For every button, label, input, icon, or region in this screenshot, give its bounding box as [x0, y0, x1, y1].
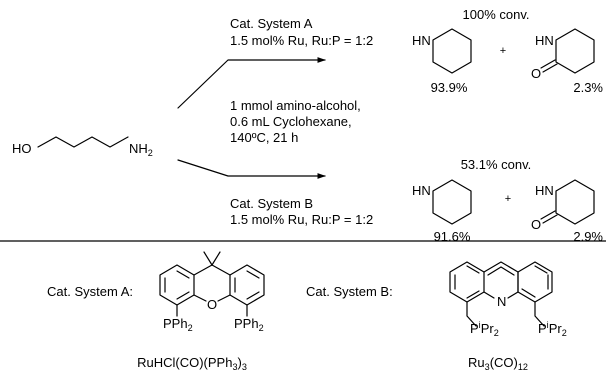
piperidine-b-hn-label: HN: [412, 183, 431, 198]
arrow-system-b: [177, 159, 326, 179]
system-a-title: Cat. System A: [230, 16, 313, 31]
reactant-ho-label: HO: [12, 141, 32, 156]
system-a-piperidine-yield: 93.9%: [430, 80, 468, 95]
system-b-title: Cat. System B: [230, 196, 314, 211]
reactant-nh2-label: NH2: [129, 141, 153, 158]
lactam-a-hn-label: HN: [535, 33, 554, 48]
xantphos-pph2-left: PPh2: [163, 316, 193, 333]
aminopentanol-chain: [37, 136, 129, 148]
lactam-b-o-label: O: [531, 217, 542, 232]
arrow-system-a: [177, 57, 326, 109]
xantphos-pph2-right: PPh2: [234, 316, 264, 333]
legend-system-b-label: Cat. System B:: [306, 284, 393, 299]
piperidine-a-hn-label: HN: [412, 33, 431, 48]
system-b-conversion: 53.1% conv.: [460, 157, 532, 172]
precursor-b-formula: Ru3(CO)12: [468, 355, 528, 372]
conditions-line-1: 1 mmol amino-alcohol,: [230, 98, 361, 113]
system-a-plus-sign: +: [499, 45, 507, 57]
conditions-line-3: 140ºC, 21 h: [230, 130, 299, 145]
acridine-n-label: N: [497, 294, 507, 309]
piperidine-ring-b: [432, 179, 472, 225]
system-b-piperidine-yield: 91.6%: [433, 229, 471, 244]
lactam-b-hn-label: HN: [535, 183, 554, 198]
system-a-conversion: 100% conv.: [462, 7, 530, 22]
acridine-pipr2-left: PiPr2: [470, 320, 499, 338]
lactam-a-o-label: O: [531, 66, 542, 81]
conditions-line-2: 0.6 mL Cyclohexane,: [230, 114, 352, 129]
system-a-lactam-yield: 2.3%: [573, 80, 603, 95]
lactam-carbonyl-a: [540, 59, 558, 73]
acridine-pipr2-right: PiPr2: [538, 320, 567, 338]
lactam-ring-b: [555, 179, 595, 225]
acridine-structure: [449, 261, 553, 327]
xantphos-structure: [159, 251, 265, 317]
system-b-lactam-yield: 2.9%: [573, 229, 603, 244]
piperidine-ring-a: [432, 28, 472, 74]
system-b-plus-sign: +: [504, 193, 512, 205]
legend-system-a-label: Cat. System A:: [47, 284, 133, 299]
system-a-loading: 1.5 mol% Ru, Ru:P = 1:2: [230, 33, 374, 48]
lactam-ring-a: [555, 28, 595, 74]
lactam-carbonyl-b: [540, 210, 558, 224]
xantphos-o-label: O: [207, 297, 218, 312]
system-b-loading: 1.5 mol% Ru, Ru:P = 1:2: [230, 212, 374, 227]
precursor-a-formula: RuHCl(CO)(PPh3)3: [137, 355, 247, 372]
